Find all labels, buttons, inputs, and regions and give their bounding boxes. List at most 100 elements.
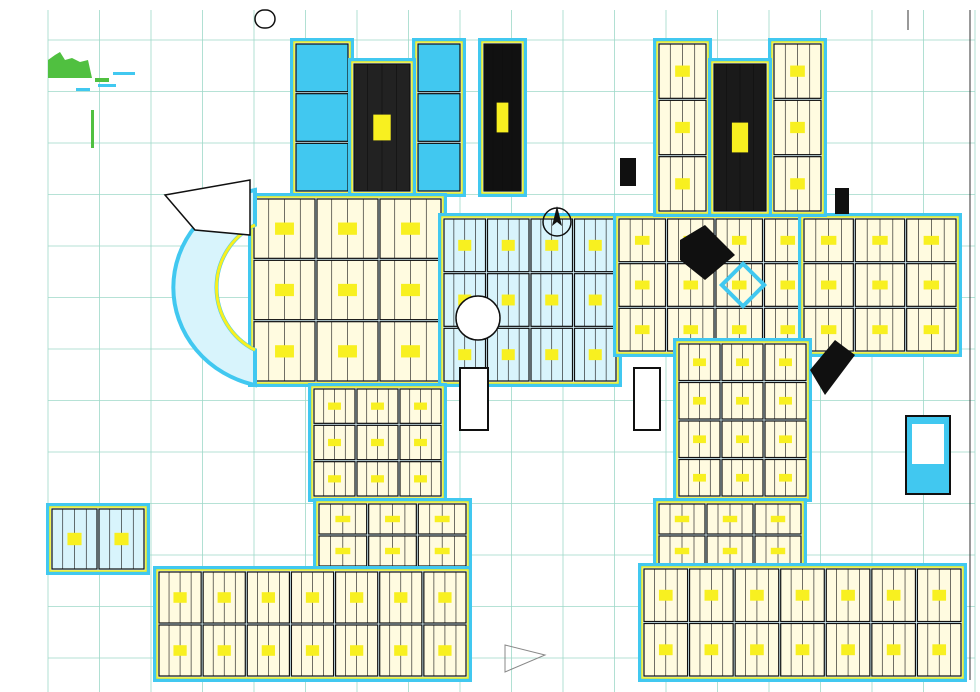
room-label [780,280,796,290]
room-label [338,283,357,297]
east-wing-rooms [798,213,962,357]
room-label [545,239,559,251]
bottom-left-block-inner [156,569,469,679]
room-label [173,645,187,656]
room-label [923,325,940,335]
room-label [675,178,690,190]
room-label [693,396,706,405]
room-label [275,222,294,235]
room-label [779,473,792,482]
room-label [545,294,559,306]
legend-label [76,88,90,91]
room-label [770,547,786,555]
room-label [438,645,452,656]
bottom-left-block [153,566,472,682]
room-label [795,589,810,601]
left-top-west-rooms [290,38,354,197]
room-label [173,592,187,603]
room-label [338,222,357,235]
entrance-arc [254,9,276,29]
room-label [693,435,706,444]
room-label [350,645,364,656]
room [417,93,461,142]
room-label [693,473,706,482]
room-label [872,325,888,335]
rotunda-inner [215,223,256,352]
diagonal-stair [810,340,855,395]
left-wing-upper [308,383,447,502]
room-label [634,235,650,245]
room-label [394,592,408,603]
room-label [736,473,749,482]
room-label [261,592,275,603]
room-label [658,644,673,656]
rotunda-canopy [163,179,251,236]
room-label [394,645,408,656]
section-marker [504,644,547,673]
room-label [780,325,796,335]
room-label [328,475,341,483]
room-label [675,65,690,77]
spiral-stair [455,295,501,341]
legend-bar [91,110,94,148]
room-label [674,547,690,555]
legend-chart-icon [48,52,135,148]
room-label [634,325,650,335]
room-label [779,435,792,444]
room-label [683,325,699,335]
legend-chart-shape [48,52,92,78]
room-label [371,438,384,447]
north-arrow-head [552,206,562,226]
room-label [385,547,400,555]
pool-right [633,367,661,431]
room-label [820,325,837,335]
room-label [841,589,855,601]
annex-building [46,503,150,575]
room-label [770,515,786,523]
room [295,43,349,93]
right-wing-upper [673,338,812,502]
room-label [704,589,719,601]
room-label [658,589,673,601]
right-top-hall [708,58,772,217]
room-label [350,592,364,603]
room [295,93,349,142]
room-label [750,644,764,656]
room-label [841,644,855,656]
left-top-east-rooms [412,38,466,197]
room-label [820,235,837,245]
room-label [693,358,706,367]
room-label [795,644,810,656]
room-label [434,515,450,523]
right-top-east-rooms [768,38,827,217]
outdoor-pool-water [912,424,944,464]
pool-left [459,367,489,431]
stair-tower [478,38,527,197]
auditorium [348,58,416,197]
east-wing-rooms-inner [801,216,959,354]
room [295,142,349,192]
diamond-room [718,260,768,310]
room-label [704,644,719,656]
room-label [731,280,747,290]
annex-building-inner [49,506,147,572]
bottom-right-block [638,563,967,682]
room-label [414,438,427,447]
room-label [923,280,940,290]
room-label [261,645,275,656]
room-label [335,547,351,555]
room-label [588,349,602,361]
room-label [373,114,391,141]
legend-label [113,72,135,75]
building-wings [46,9,967,682]
room-label [731,325,747,335]
room-label [496,102,509,133]
room-label [401,283,420,297]
room-label [414,402,427,410]
room-label [731,122,749,153]
legend-bar [95,78,109,82]
room-label [217,592,231,603]
room-label [275,345,294,358]
room-label [634,280,650,290]
room-label [722,515,738,523]
